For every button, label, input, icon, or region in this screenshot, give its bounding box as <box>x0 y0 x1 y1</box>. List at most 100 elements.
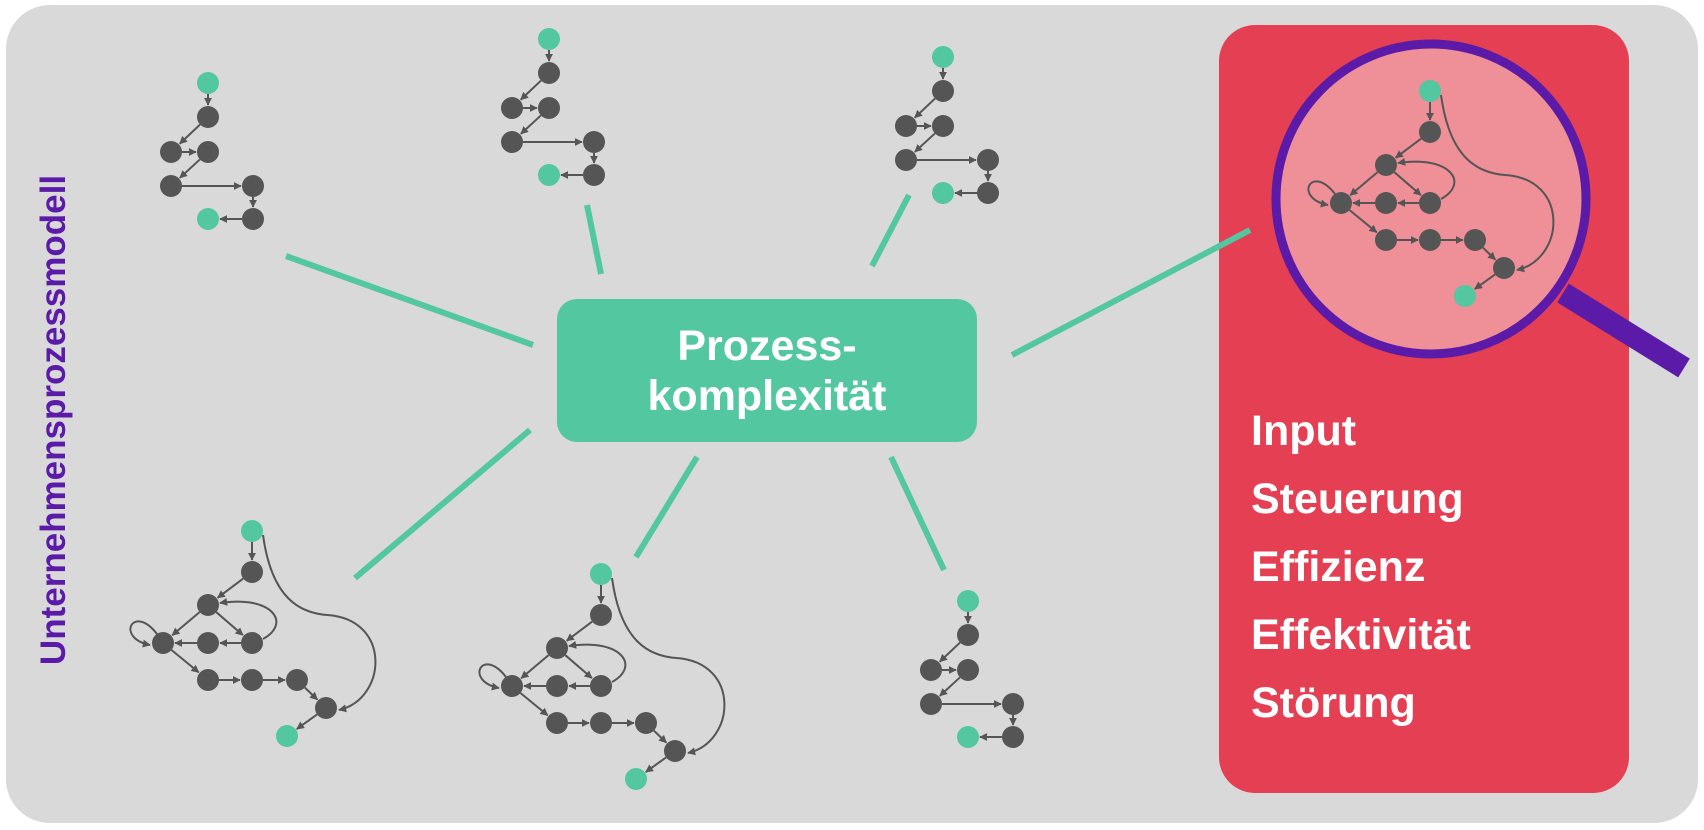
graph-edge <box>304 686 319 701</box>
graph-edge <box>939 676 961 697</box>
graph-node <box>590 712 612 734</box>
graph-node <box>957 624 979 646</box>
graph-node <box>932 182 954 204</box>
graph-edge <box>1393 171 1422 196</box>
magnifier-handle <box>1557 283 1690 378</box>
graph-edge <box>1307 180 1336 208</box>
graph-node <box>501 97 523 119</box>
graph-edge <box>171 611 201 637</box>
graph-edge <box>179 123 201 145</box>
process-graph-complex <box>478 563 726 790</box>
graph-node <box>538 97 560 119</box>
graph-edge <box>914 132 936 153</box>
graph-edge <box>1482 246 1497 261</box>
graph-node <box>590 604 612 626</box>
graph-edge <box>653 729 668 744</box>
connector-line <box>284 253 535 348</box>
graph-node <box>315 697 337 719</box>
graph-node <box>664 740 686 762</box>
graph-edge <box>179 158 201 179</box>
graph-node <box>932 46 954 68</box>
connector-line <box>584 204 604 275</box>
graph-node <box>1419 192 1441 214</box>
graph-edge <box>520 654 550 680</box>
graph-node <box>895 115 917 137</box>
process-graph-zoomed <box>1307 80 1555 307</box>
graph-node <box>1375 192 1397 214</box>
graph-node <box>1419 80 1441 102</box>
graph-edge <box>520 79 542 101</box>
process-graph-simple <box>895 46 999 204</box>
graph-node <box>241 520 263 542</box>
graph-node <box>957 590 979 612</box>
graph-node <box>546 712 568 734</box>
graph-node <box>538 62 560 84</box>
graph-edge <box>611 577 726 756</box>
graph-node <box>242 208 264 230</box>
graph-node <box>501 131 523 153</box>
detail-item: Effektivität <box>1251 611 1471 659</box>
process-graph-simple <box>920 590 1024 748</box>
graph-node <box>1493 257 1515 279</box>
graph-node <box>1419 121 1441 143</box>
graph-node <box>241 561 263 583</box>
graph-edge <box>219 597 278 640</box>
graph-edge <box>1349 171 1379 197</box>
graph-edge <box>520 114 542 135</box>
graph-node <box>197 669 219 691</box>
graph-node <box>590 563 612 585</box>
detail-item: Störung <box>1251 679 1416 727</box>
graph-node <box>242 175 264 197</box>
graph-edge <box>1440 94 1555 273</box>
graph-node <box>197 106 219 128</box>
graph-node <box>1002 726 1024 748</box>
graph-edge <box>1397 157 1456 200</box>
connector-lines <box>284 193 1252 581</box>
connector-line <box>888 455 947 572</box>
graph-node <box>538 164 560 186</box>
graph-node <box>1454 285 1476 307</box>
center-node: Prozess- komplexität <box>557 299 977 442</box>
graph-node <box>152 632 174 654</box>
process-graph-simple <box>160 72 264 230</box>
graph-node <box>977 182 999 204</box>
graph-node <box>1375 154 1397 176</box>
graph-node <box>1002 693 1024 715</box>
graph-node <box>583 131 605 153</box>
graph-node <box>1330 192 1352 214</box>
magnifier <box>1271 39 1690 378</box>
graph-node <box>286 669 308 691</box>
graph-node <box>241 669 263 691</box>
graph-node <box>197 208 219 230</box>
graph-edge <box>478 663 507 691</box>
graph-node <box>625 768 647 790</box>
graph-edge <box>216 577 244 599</box>
graph-node <box>197 141 219 163</box>
graph-node <box>932 115 954 137</box>
graph-edge <box>1474 273 1496 290</box>
graph-edge <box>129 620 158 648</box>
graph-node <box>957 659 979 681</box>
graph-node <box>276 725 298 747</box>
graph-node <box>932 80 954 102</box>
graph-node <box>501 675 523 697</box>
magnifier-rim <box>1271 39 1591 359</box>
graph-edge <box>296 713 318 730</box>
graph-edge <box>519 692 549 717</box>
graph-edge <box>565 620 593 642</box>
graph-edge <box>939 641 961 663</box>
process-graph-simple <box>501 28 605 186</box>
graph-edge <box>215 611 244 636</box>
process-graph-complex <box>129 520 377 747</box>
connector-line <box>633 455 700 559</box>
graph-edge <box>262 534 377 713</box>
graph-node <box>635 712 657 734</box>
detail-item: Steuerung <box>1251 475 1464 523</box>
graph-node <box>197 594 219 616</box>
graph-node <box>1375 229 1397 251</box>
graph-node <box>920 693 942 715</box>
graph-node <box>920 659 942 681</box>
